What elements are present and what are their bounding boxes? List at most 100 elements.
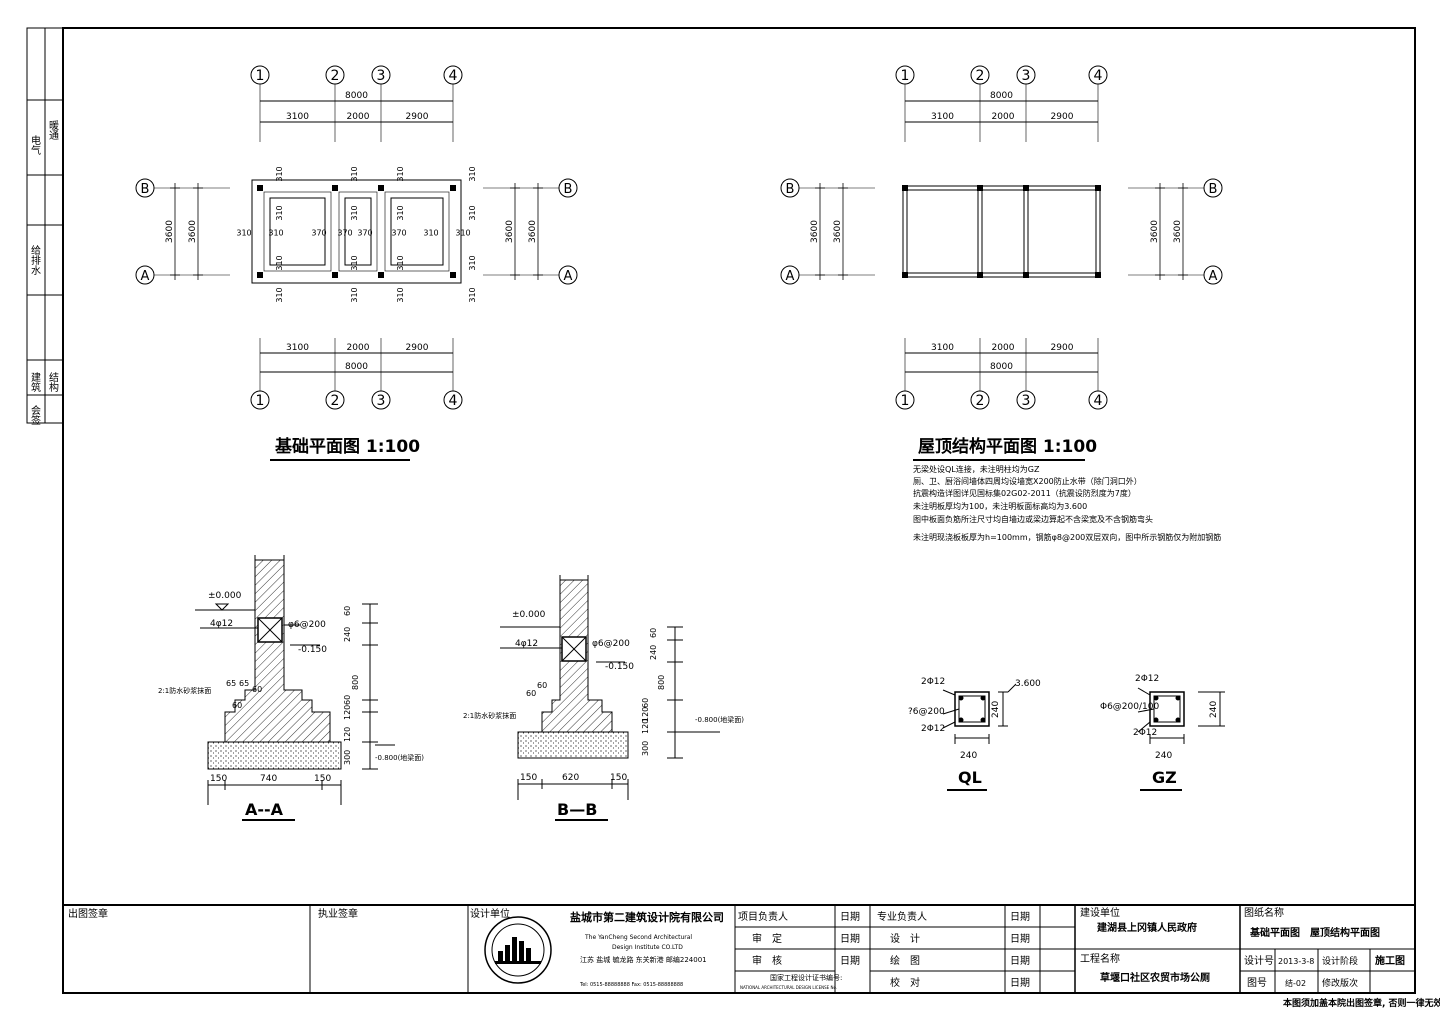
aa-v-240: 240 — [343, 627, 352, 642]
gz-labels: 2Φ12 Φ6@200/100 2Φ12 240 240 GZ — [1100, 674, 1219, 787]
fp-column-3-1 — [450, 272, 456, 278]
fp-axis-label-top-3: 3 — [377, 68, 386, 84]
date-4: 日期 — [1010, 911, 1030, 923]
date-7: 日期 — [1010, 977, 1030, 989]
fp-offset-in-bot-3: 310 — [468, 255, 477, 270]
fp-dim-span-1-1: 2000 — [347, 343, 370, 353]
fp-axis-label-top-1: 1 — [256, 68, 265, 84]
date-5: 日期 — [1010, 933, 1030, 945]
role-review: 审 核 — [752, 954, 782, 967]
bb-level-0: ±0.000 — [512, 610, 546, 620]
bb-v-120b: 120 — [641, 719, 650, 734]
roof-plan-title: 屋顶结构平面图 1:100 — [918, 436, 1097, 457]
fp-column-0-1 — [257, 272, 263, 278]
role-design: 设 计 — [890, 932, 920, 945]
drawing-name: 基础平面图 屋顶结构平面图 — [1249, 926, 1380, 939]
fp-vdim-text-0-0: 3600 — [165, 220, 175, 243]
rp-axis-label-top-3: 3 — [1022, 68, 1031, 84]
fp-footing-inner-0 — [269, 197, 326, 266]
ql-detail — [942, 683, 1017, 744]
fp-offset-right: 310 — [455, 229, 470, 238]
rp-axis-label-left-a: A — [786, 269, 795, 284]
fp-wall-line-0 — [263, 191, 332, 272]
date-3: 日期 — [840, 955, 860, 967]
fp-footing-inner-1 — [344, 197, 372, 266]
gz-title: GZ — [1152, 768, 1177, 787]
cert-en: NATIONAL ARCHITECTURAL DESIGN LICENSE No… — [740, 985, 837, 990]
fp-dim-span-1-0: 3100 — [286, 343, 309, 353]
fp-inner-3l: 370 — [357, 229, 372, 238]
fp-axis-label-bottom-4: 4 — [449, 393, 458, 409]
rev-label: 修改版次 — [1322, 977, 1358, 989]
rp-vdim-text-1-0: 3600 — [1150, 220, 1160, 243]
gz-stirrup: Φ6@200/100 — [1100, 702, 1159, 712]
bb-title: B—B — [557, 800, 597, 819]
fp-inner-2r: 370 — [337, 229, 352, 238]
fp-column-1-1 — [332, 272, 338, 278]
footer-note: 本图须加盖本院出图签章, 否则一律无效 — [1283, 997, 1440, 1009]
rp-column-1-1 — [977, 272, 983, 278]
sheet-frame — [26, 27, 1416, 994]
rp-dim-span-1-0: 3100 — [931, 343, 954, 353]
fp-offset-left-in: 310 — [268, 229, 283, 238]
aa-step-4: 60 — [232, 701, 242, 710]
fp-column-0-0 — [257, 185, 263, 191]
fp-column-2-0 — [378, 185, 384, 191]
fp-vdim-text-1-1: 3600 — [528, 220, 538, 243]
bb-v-300: 300 — [641, 741, 650, 756]
fp-axis-label-top-4: 4 — [449, 68, 458, 84]
bb-level-2: -0.800(地梁面) — [695, 715, 744, 724]
firm-tel: Tel: 0515-88888888 Fax: 0515-88888888 — [579, 982, 683, 988]
fp-axis-label-bottom-3: 3 — [377, 393, 386, 409]
left-signoff-strip: 电气 暖通 给排水 建筑 结构 会签 — [29, 119, 59, 425]
title-block-text: 出图签章 执业签章 设计单位 盐城市第二建筑设计院有限公司 The YanChe… — [68, 906, 1440, 1009]
rp-axis-label-bottom-4: 4 — [1094, 393, 1103, 409]
rp-column-2-1 — [1023, 272, 1029, 278]
out-seal-label: 出图签章 — [68, 907, 108, 920]
aa-level-0: ±0.000 — [208, 591, 242, 601]
rp-axis-label-right-a: A — [1209, 269, 1218, 284]
bb-rebar-main: 4φ12 — [515, 639, 538, 649]
fp-footing-inner-2 — [390, 197, 444, 266]
bb-v-60a: 60 — [649, 628, 658, 638]
design-no-label: 设计号 — [1244, 954, 1274, 967]
fp-offset-in-bot-2: 310 — [396, 255, 405, 270]
fp-axis-label-bottom-1: 1 — [256, 393, 265, 409]
fp-offset-bot-0: 310 — [275, 287, 284, 302]
fp-dim-total-0: 8000 — [345, 91, 368, 101]
bb-step-1: 60 — [537, 681, 547, 690]
rp-dim-span-1-1: 2000 — [992, 343, 1015, 353]
fig-no: 结-02 — [1285, 978, 1306, 988]
strip-architecture: 建筑 — [29, 371, 41, 392]
section-aa — [195, 555, 395, 805]
roof-plan-notes: 无梁处设QL连接，未注明柱均为GZ 厕、卫、厨浴间墙体四周均设墙宽X200防止水… — [913, 464, 1221, 542]
rp-axis-label-top-4: 4 — [1094, 68, 1103, 84]
fp-offset-in-bot-0: 310 — [275, 255, 284, 270]
note-2: 厕、卫、厨浴间墙体四周均设墙宽X200防止水带（除门洞口外） — [913, 476, 1142, 486]
strip-countersign: 会签 — [29, 404, 41, 425]
fp-inner-2l: 370 — [311, 229, 326, 238]
role-project-lead: 项目负责人 — [738, 910, 788, 923]
rp-dim-span-0-0: 3100 — [931, 112, 954, 122]
aa-v-60a: 60 — [343, 606, 352, 616]
fp-offset-in-top-2: 310 — [396, 205, 405, 220]
role-discipline-lead: 专业负责人 — [877, 910, 927, 923]
ql-title: QL — [958, 768, 982, 787]
fp-axis-label-right-b: B — [564, 182, 573, 197]
bb-base-right: 150 — [610, 773, 627, 783]
note-6: 未注明现浇板板厚为h=100mm，钢筋φ8@200双层双向，图中所示钢筋仅为附加… — [913, 532, 1221, 542]
phase-label: 设计阶段 — [1322, 955, 1358, 967]
strip-electrical: 电气 — [29, 134, 41, 155]
cert-label: 国家工程设计证书编号: — [770, 973, 842, 982]
strip-hvac: 暖通 — [47, 119, 59, 140]
rp-axis-label-bottom-2: 2 — [976, 393, 985, 409]
fp-offset-bot-1: 310 — [350, 287, 359, 302]
fp-dim-span-0-0: 3100 — [286, 112, 309, 122]
rp-vdim-text-0-0: 3600 — [810, 220, 820, 243]
rp-column-0-1 — [902, 272, 908, 278]
aa-base-mid: 740 — [260, 774, 277, 784]
fp-axis-label-left-a: A — [141, 269, 150, 284]
bb-v-800: 800 — [657, 675, 666, 690]
